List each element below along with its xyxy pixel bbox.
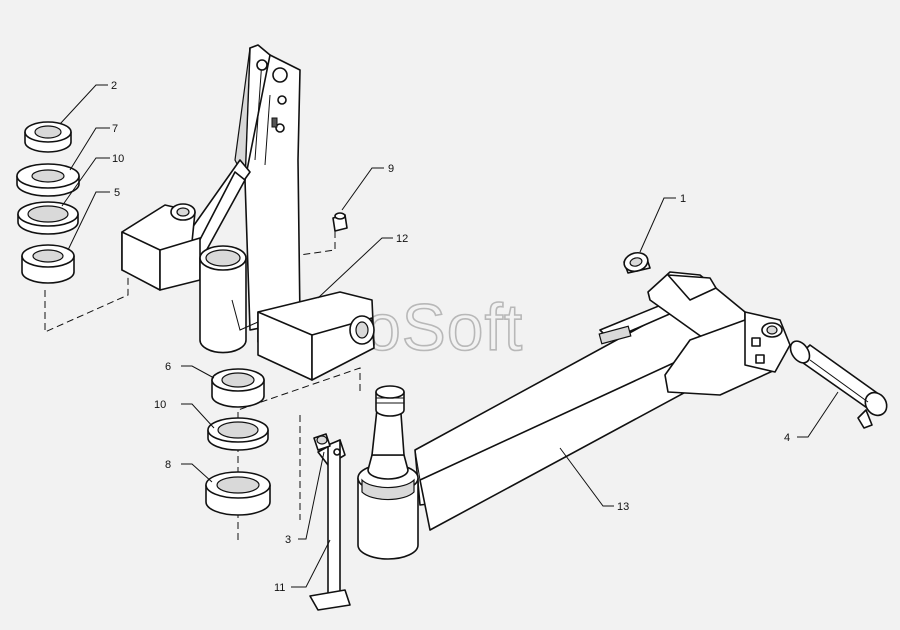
part-5-bearing bbox=[21, 244, 75, 284]
part-7-washer-cone bbox=[16, 163, 80, 197]
callout-8: 8 bbox=[165, 459, 171, 471]
callout-labels: 2 7 10 5 9 12 1 6 10 8 3 11 13 4 bbox=[111, 80, 790, 594]
callout-5: 5 bbox=[114, 187, 120, 199]
assembly-dashed-lines bbox=[44, 220, 361, 540]
part-8-bushing bbox=[205, 471, 271, 516]
callout-7: 7 bbox=[112, 123, 118, 135]
part-9-grease-fitting bbox=[332, 212, 348, 232]
part-3-nut bbox=[313, 433, 331, 451]
part-4-pin bbox=[789, 340, 888, 429]
part-2-nut bbox=[24, 121, 72, 153]
callout-3: 3 bbox=[285, 534, 291, 546]
callout-10-lower: 10 bbox=[154, 399, 166, 411]
part-1-nut bbox=[623, 251, 651, 274]
part-11-stand bbox=[309, 439, 351, 611]
callout-4: 4 bbox=[784, 432, 790, 444]
callout-2: 2 bbox=[111, 80, 117, 92]
part-13-axle-beam bbox=[357, 271, 791, 560]
callout-12: 12 bbox=[396, 233, 408, 245]
callout-10-upper: 10 bbox=[112, 153, 124, 165]
callout-9: 9 bbox=[388, 163, 394, 175]
part-6-bearing bbox=[211, 368, 265, 408]
leader-lines bbox=[59, 84, 839, 588]
part-10-seal-lower bbox=[207, 417, 269, 451]
callout-6: 6 bbox=[165, 361, 171, 373]
callout-1: 1 bbox=[680, 193, 686, 205]
part-10-seal-upper bbox=[17, 201, 79, 235]
callout-13: 13 bbox=[617, 501, 629, 513]
part-12-bracket-housing bbox=[121, 44, 375, 381]
callout-11: 11 bbox=[274, 582, 285, 594]
